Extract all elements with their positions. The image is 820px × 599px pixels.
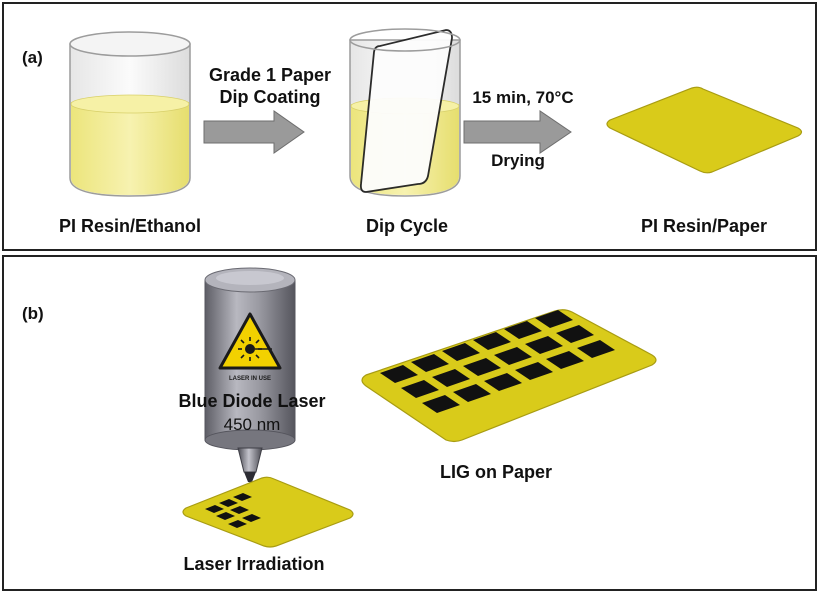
pi-resin-paper-label: PI Resin/Paper [641, 216, 767, 236]
lig-on-paper-label: LIG on Paper [440, 462, 552, 482]
drying-arrow [463, 110, 572, 154]
arrow1-text-line2: Dip Coating [220, 87, 321, 107]
laser-name-label: Blue Diode Laser [178, 391, 325, 411]
resin-beaker [69, 31, 191, 197]
panel-b-tag: (b) [22, 304, 44, 323]
irradiated-paper [182, 476, 354, 548]
dip-coating-arrow [203, 110, 305, 154]
drying-conditions-text: 15 min, 70°C [472, 88, 573, 107]
lig-paper [361, 309, 657, 443]
lig-electrode-grid [380, 310, 615, 413]
panel-a-frame [2, 2, 817, 251]
resin-ethanol-label: PI Resin/Ethanol [59, 216, 201, 236]
arrow1-text-line1: Grade 1 Paper [209, 65, 331, 85]
dip-cycle-beaker [349, 28, 461, 197]
panel-b-frame [2, 255, 817, 591]
laser-irradiation-label: Laser Irradiation [183, 554, 324, 574]
laser-wavelength-label: 450 nm [224, 415, 281, 434]
dip-cycle-label: Dip Cycle [366, 216, 448, 236]
drying-label: Drying [491, 151, 545, 170]
laser-device: LASER IN USE [204, 267, 296, 502]
panel-a-tag: (a) [22, 48, 43, 67]
laser-in-use-text: LASER IN USE [229, 376, 271, 382]
coated-paper-sheet [606, 86, 803, 174]
irradiated-lig-pads [205, 493, 261, 528]
